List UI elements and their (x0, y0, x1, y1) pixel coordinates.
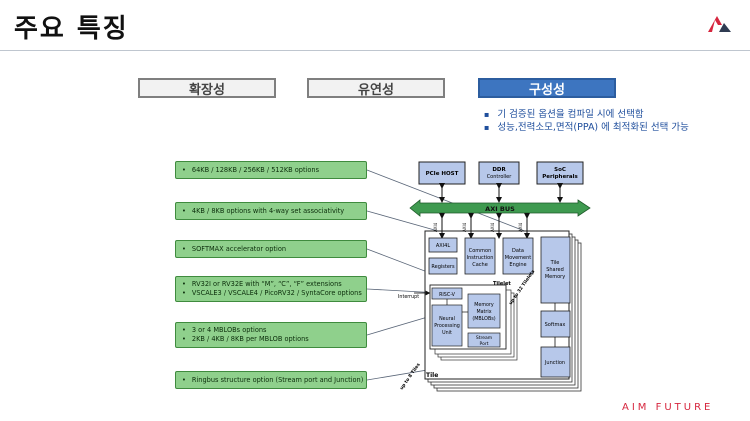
footer-brand-logo: AIM FUTURE (622, 402, 714, 413)
dma-block (502, 237, 534, 275)
up-to-tiles-label: up to 8 Tiles (399, 362, 422, 391)
svg-text:DDR: DDR (492, 167, 506, 173)
svg-text:AXI4L: AXI4L (436, 243, 451, 249)
tile-label: Tile (426, 372, 438, 379)
common-cache-block (464, 237, 496, 275)
junction-block (540, 346, 571, 378)
pcie-host-label: PCIe HOST (426, 171, 459, 177)
tab-configurability[interactable]: 구성성 (478, 78, 616, 98)
svg-text:(MBLOBs): (MBLOBs) (472, 316, 495, 322)
tab-label: 구성성 (529, 82, 565, 98)
bullet-item: 성능,전력소모,면적(PPA) 에 최적화된 선택 가능 (484, 121, 688, 134)
svg-text:RISC-V: RISC-V (439, 292, 456, 298)
registers-block (428, 257, 458, 275)
svg-text:Unit: Unit (442, 330, 452, 336)
stream-port-block (467, 332, 501, 348)
svg-text:Softmax: Softmax (545, 322, 566, 328)
title-divider (0, 50, 750, 51)
svg-text:Instruction: Instruction (467, 255, 494, 261)
feature-bullets: 기 검증된 옵션을 컴파일 시에 선택함 성능,전력소모,면적(PPA) 에 최… (484, 108, 689, 134)
tab-scalability[interactable]: 확장성 (138, 78, 276, 98)
tile-shared-memory-block (540, 236, 571, 304)
soc-peripherals-block (536, 161, 584, 185)
tilelet-label: Tilelet (493, 281, 511, 287)
svg-text:Stream: Stream (476, 335, 492, 341)
svg-text:Port: Port (480, 341, 489, 347)
axi4l-block (428, 237, 458, 253)
interrupt-label: Interrupt (398, 294, 419, 300)
npu-block (431, 304, 463, 347)
svg-text:AXI4: AXI4 (433, 222, 438, 232)
tab-flexibility[interactable]: 유연성 (307, 78, 445, 98)
option-cache-size: 4KB / 8KB options with 4-way set associa… (175, 202, 367, 220)
bullet-item: 기 검증된 옵션을 컴파일 시에 선택함 (484, 108, 689, 121)
option-tsm-size: 64KB / 128KB / 256KB / 512KB options (175, 161, 367, 179)
svg-text:AXI4: AXI4 (490, 222, 495, 232)
svg-text:AXI4: AXI4 (462, 222, 467, 232)
ddr-block (478, 161, 520, 185)
svg-text:Engine: Engine (509, 262, 526, 268)
svg-text:AXI4: AXI4 (518, 222, 523, 232)
svg-text:Shared: Shared (546, 267, 564, 273)
svg-text:Controller: Controller (487, 174, 513, 180)
svg-text:Peripherals: Peripherals (542, 174, 578, 180)
tab-label: 유연성 (358, 82, 394, 98)
axi-bus-label: AXI BUS (485, 205, 515, 213)
svg-text:Neural: Neural (439, 316, 455, 322)
option-softmax: SOFTMAX accelerator option (175, 240, 367, 258)
option-mblob: 3 or 4 MBLOBs options2KB / 4KB / 8KB per… (175, 322, 367, 348)
option-ringbus: Ringbus structure option (Stream port an… (175, 371, 367, 389)
svg-text:Tile: Tile (550, 260, 560, 266)
page-title: 주요 특징 (14, 14, 129, 44)
svg-text:SoC: SoC (554, 167, 566, 173)
svg-text:Processing: Processing (434, 323, 460, 329)
svg-text:Junction: Junction (544, 360, 565, 366)
svg-text:Common: Common (469, 248, 492, 254)
axi4-arrows (439, 213, 530, 239)
top-bus-arrows (439, 183, 563, 203)
svg-text:Cache: Cache (472, 262, 488, 268)
svg-text:Movement: Movement (505, 255, 532, 261)
option-riscv: RV32I or RV32E with “M”, “C”, “F” extens… (175, 276, 367, 302)
tab-label: 확장성 (189, 82, 225, 98)
svg-text:Registers: Registers (431, 264, 455, 270)
svg-text:Memory: Memory (474, 302, 494, 308)
softmax-block (540, 310, 571, 338)
memory-matrix-block (467, 293, 501, 329)
svg-text:Matrix: Matrix (476, 309, 491, 315)
axi-bus (409, 199, 591, 217)
svg-text:Data: Data (512, 248, 524, 254)
aim-logo-icon (708, 16, 731, 32)
svg-text:Memory: Memory (545, 274, 565, 280)
